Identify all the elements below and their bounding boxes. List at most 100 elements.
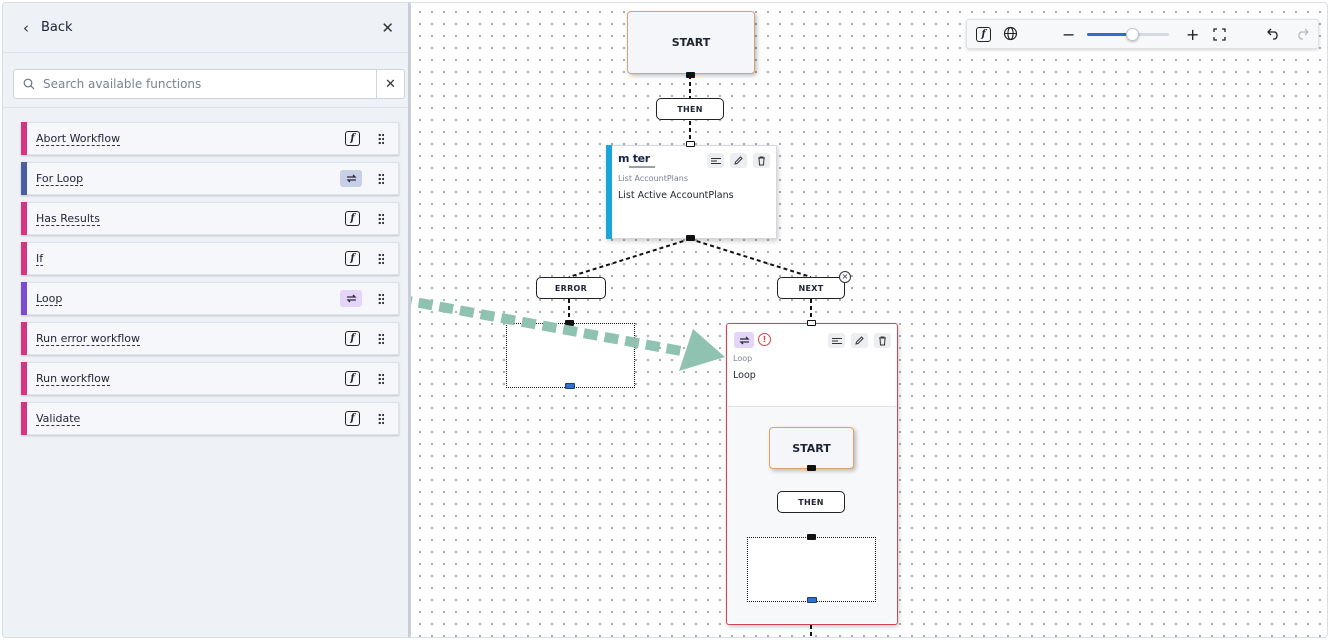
sidebar-header: ‹ Back ✕: [3, 3, 408, 53]
start-node[interactable]: START: [627, 11, 755, 74]
function-icon: f: [345, 251, 360, 266]
search-box: [14, 70, 376, 98]
drag-handle-icon[interactable]: [378, 373, 384, 385]
zoom-slider-fill: [1087, 33, 1133, 36]
function-icon: f: [345, 331, 360, 346]
function-item[interactable]: Abort Workflow f: [21, 122, 399, 155]
loop-start-label: START: [792, 441, 831, 455]
error-drop-input-port[interactable]: [565, 320, 574, 326]
loop-drop-output-port[interactable]: [807, 597, 817, 603]
function-color-bar: [21, 402, 27, 435]
zoom-in-button[interactable]: +: [1186, 25, 1199, 44]
sliders-icon: [831, 337, 842, 344]
list-input-port[interactable]: [686, 141, 695, 147]
loop-start-node[interactable]: START: [769, 427, 854, 469]
function-color-bar: [21, 162, 27, 195]
zoom-slider-thumb[interactable]: [1126, 28, 1140, 41]
undo-button[interactable]: [1267, 28, 1281, 40]
delete-button[interactable]: [753, 153, 770, 168]
globe-icon: [1003, 26, 1018, 41]
function-toggle-button[interactable]: f: [976, 27, 991, 42]
then-connector[interactable]: THEN: [656, 98, 724, 120]
pencil-icon: [855, 336, 864, 345]
loop-drop-zone[interactable]: [747, 537, 876, 602]
function-item-label: Has Results: [36, 211, 100, 226]
loop-then-connector[interactable]: THEN: [777, 491, 845, 513]
drag-handle-icon[interactable]: [378, 293, 384, 305]
drag-handle-icon[interactable]: [378, 173, 384, 185]
loop-drop-input-port[interactable]: [807, 534, 816, 540]
start-output-port[interactable]: [686, 72, 695, 78]
list-output-port[interactable]: [686, 235, 695, 241]
globe-button[interactable]: [1003, 26, 1018, 41]
redo-icon: [1298, 28, 1309, 40]
remove-connector-icon[interactable]: ×: [839, 271, 851, 283]
drag-handle-icon[interactable]: [378, 253, 384, 265]
next-connector[interactable]: NEXT: [777, 277, 845, 299]
function-item[interactable]: Run workflow f: [21, 362, 399, 395]
moter-logo: m ter: [618, 152, 655, 168]
function-item-label: For Loop: [36, 171, 84, 186]
pencil-icon: [734, 156, 743, 165]
drag-handle-icon[interactable]: [378, 133, 384, 145]
function-item[interactable]: Run error workflow f: [21, 322, 399, 355]
loop-icon: [340, 170, 362, 187]
error-connector[interactable]: ERROR: [536, 277, 606, 299]
function-item[interactable]: Loop: [21, 282, 399, 315]
function-item-label: Run error workflow: [36, 331, 140, 346]
fit-view-button[interactable]: [1213, 28, 1226, 41]
loop-configure-button[interactable]: [828, 333, 845, 348]
fullscreen-icon: [1213, 28, 1226, 41]
redo-button[interactable]: [1295, 28, 1309, 40]
zoom-slider[interactable]: [1087, 28, 1169, 41]
loop-node-title: Loop: [733, 370, 756, 381]
list-accountplans-node[interactable]: m ter List AccountPlans List Active Acco…: [606, 145, 777, 239]
undo-icon: [1267, 28, 1278, 40]
loop-start-output-port[interactable]: [807, 465, 816, 471]
drag-handle-icon[interactable]: [378, 413, 384, 425]
function-color-bar: [21, 322, 27, 355]
function-icon: f: [981, 29, 986, 40]
close-icon: ✕: [381, 18, 394, 37]
canvas-toolbar: f − +: [966, 19, 1319, 49]
edit-button[interactable]: [730, 153, 747, 168]
function-item[interactable]: If f: [21, 242, 399, 275]
function-icon: f: [345, 131, 360, 146]
function-icon: f: [345, 371, 360, 386]
loop-badge: [734, 332, 754, 348]
clear-search-button[interactable]: ✕: [376, 70, 404, 98]
loop-delete-button[interactable]: [874, 333, 891, 348]
loop-icon: [340, 290, 362, 307]
drag-handle-icon[interactable]: [378, 213, 384, 225]
node-accent-bar: [606, 145, 612, 239]
then-label: THEN: [677, 104, 703, 114]
list-node-title: List Active AccountPlans: [618, 190, 734, 201]
plus-icon: +: [1186, 25, 1200, 44]
function-item-label: Abort Workflow: [36, 131, 121, 146]
loop-then-label: THEN: [798, 497, 824, 507]
workflow-canvas[interactable]: [411, 3, 1327, 637]
error-alert-icon: !: [758, 333, 771, 346]
close-sidebar-button[interactable]: ✕: [381, 19, 394, 37]
error-drop-zone[interactable]: [506, 323, 635, 388]
trash-icon: [879, 336, 886, 345]
loop-edit-button[interactable]: [851, 333, 868, 348]
zoom-out-button[interactable]: −: [1062, 25, 1075, 44]
function-color-bar: [21, 362, 27, 395]
drag-handle-icon[interactable]: [378, 333, 384, 345]
back-button[interactable]: ‹ Back: [23, 19, 73, 37]
function-color-bar: [21, 242, 27, 275]
loop-input-port[interactable]: [807, 320, 816, 326]
function-item-label: Run workflow: [36, 371, 110, 386]
configure-button[interactable]: [707, 153, 724, 168]
function-item[interactable]: For Loop: [21, 162, 399, 195]
function-item-label: If: [36, 251, 44, 266]
loop-icon: [738, 336, 750, 344]
search-input[interactable]: [43, 77, 353, 91]
error-drop-output-port[interactable]: [565, 383, 575, 389]
function-item-label: Loop: [36, 291, 63, 306]
error-label: ERROR: [554, 283, 588, 293]
function-search: ✕: [13, 69, 405, 99]
